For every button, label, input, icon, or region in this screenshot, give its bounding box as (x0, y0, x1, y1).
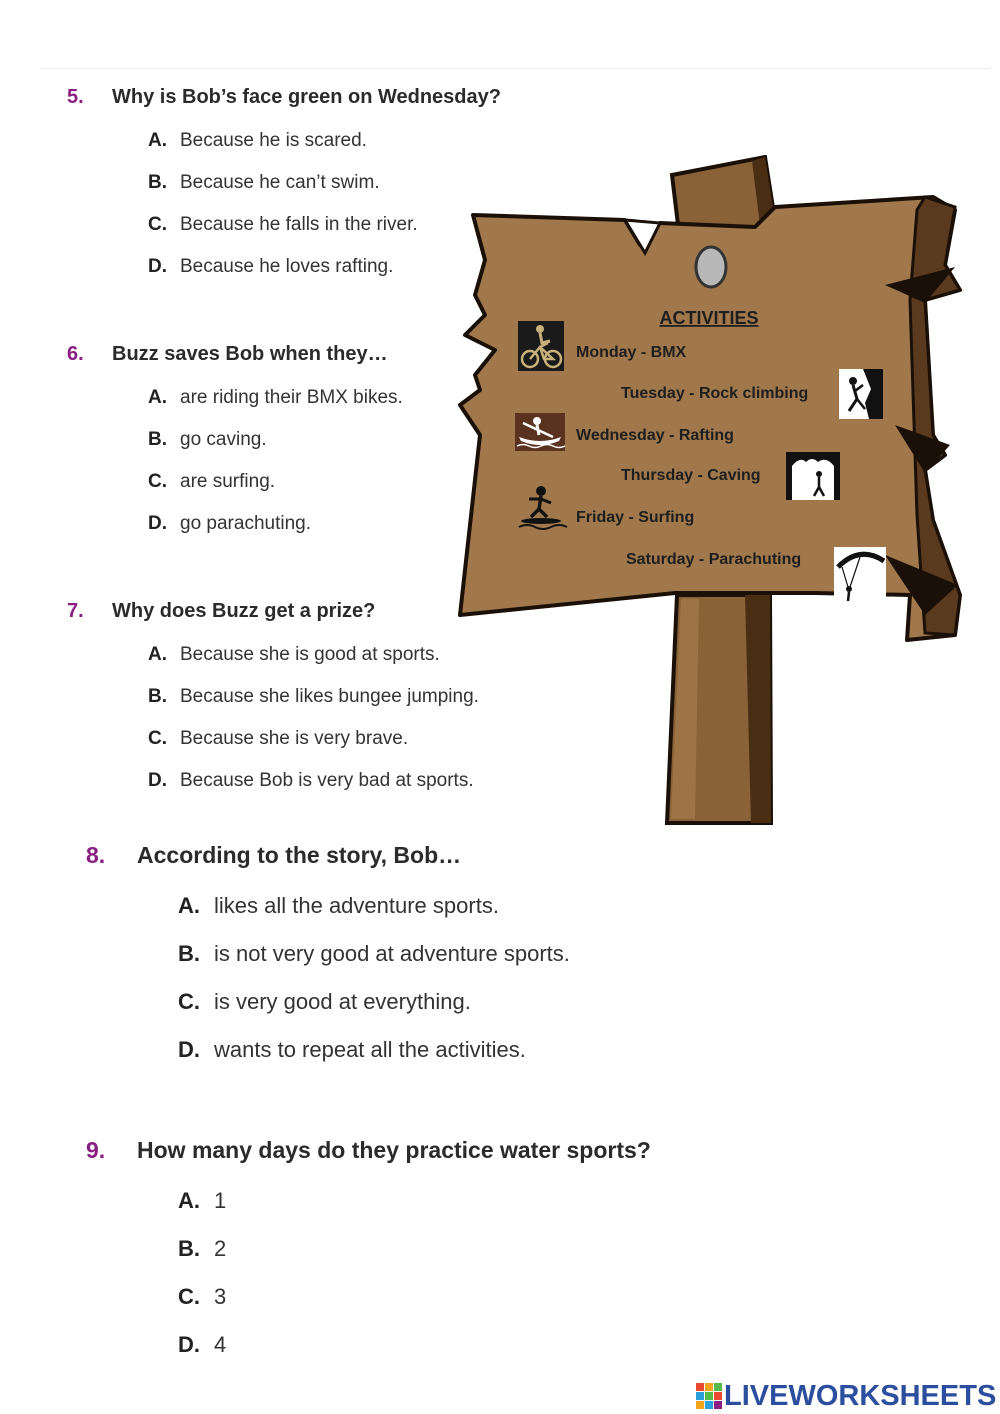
question-text: Why is Bob’s face green on Wednesday? (112, 86, 501, 108)
question-number: 6. (67, 343, 84, 365)
sign-title: ACTIVITIES (659, 308, 758, 328)
option-text: Because he is scared. (180, 130, 367, 151)
liveworksheets-logo[interactable]: LIVEWORKSHEETS (696, 1378, 996, 1414)
option-text: is not very good at adventure sports. (214, 941, 570, 966)
parachuting-icon (834, 547, 886, 603)
top-divider (40, 68, 990, 69)
rock-climbing-icon (839, 369, 883, 419)
option-text: is very good at everything. (214, 989, 471, 1014)
option-letter: B. (148, 686, 167, 707)
option-letter: A. (178, 893, 200, 918)
question-number: 9. (86, 1137, 106, 1163)
option-text: likes all the adventure sports. (214, 893, 499, 918)
option-text: Because he loves rafting. (180, 256, 394, 277)
option-letter: B. (178, 1236, 200, 1261)
activities-signpost: ACTIVITIES Monday - BMX Tuesday - Rock c… (458, 155, 963, 825)
question-number: 8. (86, 842, 106, 868)
post-bottom-light (671, 599, 699, 819)
caving-icon (786, 452, 840, 500)
option-letter: C. (178, 989, 200, 1014)
option-text: 2 (214, 1236, 227, 1261)
logo-text: LIVEWORKSHEETS (724, 1379, 997, 1412)
option-letter: D. (148, 513, 167, 534)
sign-crack (885, 267, 955, 303)
option-text: are surfing. (180, 471, 276, 492)
activity-monday: Monday - BMX (576, 344, 687, 361)
option-letter: C. (148, 214, 167, 235)
surfing-icon (518, 486, 568, 530)
option-letter: D. (148, 256, 167, 277)
post-bottom-shadow (745, 595, 771, 823)
option-letter: C. (148, 728, 167, 749)
question-text: How many days do they practice water spo… (137, 1137, 651, 1163)
option-text: are riding their BMX bikes. (180, 387, 403, 408)
option-letter: B. (148, 172, 167, 193)
activity-wednesday: Wednesday - Rafting (576, 427, 734, 444)
bmx-icon (518, 321, 564, 371)
option-letter: A. (178, 1188, 200, 1213)
option-letter: A. (148, 644, 167, 665)
option-letter: D. (148, 770, 167, 791)
option-letter: D. (178, 1037, 200, 1062)
option-letter: B. (178, 941, 200, 966)
activity-thursday: Thursday - Caving (621, 467, 761, 484)
option-letter: D. (178, 1332, 200, 1357)
option-text: 1 (214, 1188, 227, 1213)
sign-crack (895, 425, 950, 473)
activity-friday: Friday - Surfing (576, 509, 694, 526)
question-text: Buzz saves Bob when they… (112, 343, 388, 365)
option-text: Because she likes bungee jumping. (180, 686, 479, 707)
question-number: 7. (67, 600, 84, 622)
option-letter: C. (148, 471, 167, 492)
option-text: Because she is very brave. (180, 728, 409, 749)
option-text: 4 (214, 1332, 227, 1357)
option-text: Because Bob is very bad at sports. (180, 770, 474, 791)
option-letter: B. (148, 429, 167, 450)
option-letter: A. (148, 130, 167, 151)
option-text: go caving. (180, 429, 267, 450)
question-text: Why does Buzz get a prize? (112, 600, 376, 622)
option-text: 3 (214, 1284, 227, 1309)
sign-crack (885, 555, 958, 615)
rafting-icon (515, 413, 566, 451)
sign-crack (622, 218, 663, 257)
option-text: Because he can’t swim. (180, 172, 380, 193)
option-text: wants to repeat all the activities. (214, 1037, 526, 1062)
option-letter: C. (178, 1284, 200, 1309)
option-letter: A. (148, 387, 167, 408)
logo-grid-icon (696, 1383, 722, 1409)
activity-saturday: Saturday - Parachuting (626, 551, 801, 568)
sign-edge-right (908, 195, 963, 637)
question-number: 5. (67, 86, 84, 108)
option-text: Because he falls in the river. (180, 214, 418, 235)
sign-nail (694, 245, 728, 289)
option-text: go parachuting. (180, 513, 311, 534)
question-text: According to the story, Bob… (137, 842, 462, 868)
option-text: Because she is good at sports. (180, 644, 440, 665)
activity-tuesday: Tuesday - Rock climbing (621, 385, 808, 402)
